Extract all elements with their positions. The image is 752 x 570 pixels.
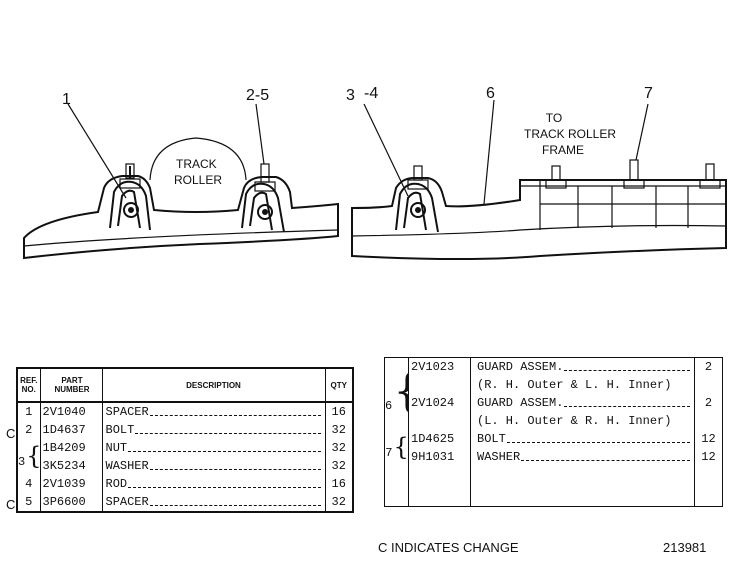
description-cell <box>470 466 695 507</box>
qty-cell <box>695 376 723 394</box>
group-brace: { <box>393 433 409 461</box>
description-header: DESCRIPTION <box>102 368 326 403</box>
frame-bolts <box>545 159 721 189</box>
figure-number: 213981 <box>663 540 707 555</box>
table-filler-row <box>384 466 723 507</box>
ref-cell: 1 <box>17 402 41 421</box>
ref-cell: 3{ <box>17 439 41 475</box>
qty-cell: 16 <box>331 405 346 419</box>
description-cell: BOLT <box>102 421 326 439</box>
track-roller-label-line-1: TRACK <box>176 157 217 171</box>
table-row: 6{ 2V1023 GUARD ASSEM. 2 <box>384 357 723 430</box>
right-parts-table: 6{ 2V1023 GUARD ASSEM. 2 (R. H. Outer & … <box>384 357 723 507</box>
track-roller-guard-illustration: 1 2-5 3 -4 6 7 TRACK ROLLER TO TRACK ROL… <box>23 85 727 260</box>
callout-7: 7 <box>644 85 653 102</box>
table-row-subtext: (R. H. Outer & L. H. Inner) <box>385 376 723 394</box>
qty-cell: 12 <box>701 450 716 464</box>
ref-cell <box>384 466 409 507</box>
description-cell: SPACER <box>102 493 326 512</box>
part-number-cell: 1D4625 <box>408 430 471 448</box>
callout-2-5: 2-5 <box>246 87 269 104</box>
description-subtext-cell: (R. H. Outer & L. H. Inner) <box>470 376 695 394</box>
part-number-cell: 3P6600 <box>40 493 103 512</box>
qty-cell: 32 <box>331 441 346 455</box>
table-row: 2V1024 GUARD ASSEM. 2 <box>385 394 723 412</box>
bracket-2-5 <box>241 163 285 233</box>
callout-leaders <box>67 99 649 205</box>
part-number-cell: 2V1024 <box>408 394 471 412</box>
table-row: 9H1031 WASHER 12 <box>385 448 723 466</box>
description-cell: GUARD ASSEM. <box>470 394 695 412</box>
part-number-cell: 2V1039 <box>40 475 103 493</box>
to-frame-label-line-1: TO <box>546 111 562 125</box>
qty-cell <box>695 412 723 430</box>
qty-cell: 2 <box>704 396 713 410</box>
table-row: 3K5234 WASHER 32 <box>17 457 353 475</box>
part-number-cell: 3K5234 <box>40 457 103 475</box>
left-guard-section <box>23 137 339 260</box>
bracket-3 <box>395 165 439 233</box>
table-row: 7{ 1D4625 BOLT 12 <box>384 430 723 466</box>
callout-6: 6 <box>486 85 495 102</box>
bracket-1 <box>109 163 151 231</box>
qty-header: QTY <box>325 368 353 403</box>
table-row: 4 2V1039 ROD 16 <box>17 475 353 493</box>
description-cell: WASHER <box>470 448 695 466</box>
change-mark-row-5: C <box>6 497 16 512</box>
callout-1: 1 <box>62 91 71 108</box>
qty-cell: 32 <box>331 495 346 509</box>
description-cell: WASHER <box>102 457 326 475</box>
group-brace: { <box>26 442 40 470</box>
ref-cell: 2 <box>17 421 41 439</box>
qty-cell: 16 <box>331 477 346 491</box>
to-frame-label-line-3: FRAME <box>542 143 584 157</box>
to-frame-label-line-2: TRACK ROLLER <box>524 127 616 141</box>
callout-4: -4 <box>364 85 378 102</box>
qty-cell: 12 <box>701 432 716 446</box>
table-row: 1 2V1040 SPACER 16 <box>17 402 353 421</box>
qty-cell: 32 <box>331 459 346 473</box>
part-number-cell: 2V1023 <box>408 357 471 376</box>
part-number-cell: 9H1031 <box>408 448 471 466</box>
ref-cell: 7{ <box>384 430 409 466</box>
part-number-cell <box>408 412 471 430</box>
ref-cell: 5 <box>17 493 41 512</box>
callout-3: 3 <box>346 87 355 104</box>
group-brace: { <box>393 366 407 417</box>
part-number-cell: 1D4637 <box>40 421 103 439</box>
ref-cell: 4 <box>17 475 41 493</box>
table-row: 3{ 1B4209 NUT 32 <box>17 439 353 475</box>
qty-cell: 32 <box>331 423 346 437</box>
right-guard-section <box>351 177 727 260</box>
table-row: 2 1D4637 BOLT 32 <box>17 421 353 439</box>
part-number-cell <box>408 466 471 507</box>
part-number-cell: 2V1040 <box>40 402 103 421</box>
description-cell: SPACER <box>102 402 326 421</box>
change-mark-row-2: C <box>6 426 16 441</box>
description-cell: ROD <box>102 475 326 493</box>
ref-cell: 6{ <box>384 357 409 430</box>
qty-cell: 2 <box>704 360 713 374</box>
part-number-cell <box>408 376 471 394</box>
change-legend-note: C INDICATES CHANGE <box>378 540 519 555</box>
description-cell: GUARD ASSEM. <box>470 357 695 376</box>
table-row: 5 3P6600 SPACER 32 <box>17 493 353 512</box>
description-cell: BOLT <box>470 430 695 448</box>
table-row-subtext: (L. H. Outer & R. H. Inner) <box>385 412 723 430</box>
description-subtext-cell: (L. H. Outer & R. H. Inner) <box>470 412 695 430</box>
qty-cell <box>695 466 723 507</box>
track-roller-label-line-2: ROLLER <box>174 173 222 187</box>
ref-no-header: REF.NO. <box>17 368 41 403</box>
part-number-cell: 1B4209 <box>40 439 103 457</box>
description-cell: NUT <box>102 439 326 457</box>
